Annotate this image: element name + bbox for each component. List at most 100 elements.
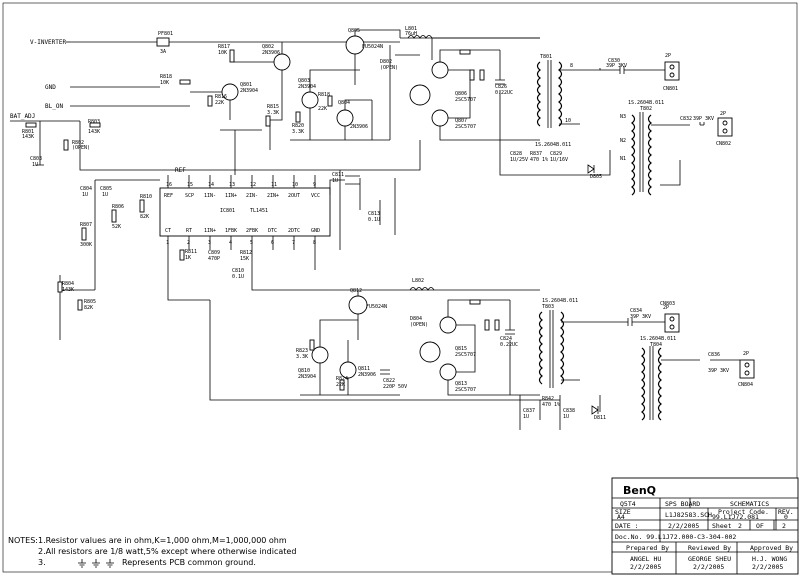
tb-doc-type: SCHEMATICS <box>730 500 769 508</box>
transistor-q806 <box>431 61 449 79</box>
c810-value: 0.1U <box>232 274 244 280</box>
tb-rev-label: REV. <box>778 508 794 516</box>
pin-13: 13 <box>229 182 235 188</box>
connector-cn802 <box>717 117 733 137</box>
tb-board: SPS BOARD <box>665 500 700 508</box>
r810-value: 82K <box>140 214 149 220</box>
net-label-bat-adj: BAT_ADJ <box>10 113 35 120</box>
brand-logo: BenQ <box>623 484 656 497</box>
r806-label: R806 <box>112 204 124 210</box>
lower-driver-stage: Q812 FU5024N Q810 2N3904 Q811 2N3906 R82… <box>296 288 540 396</box>
pin-label-scp: SCP <box>185 193 194 199</box>
c822-label: C822 <box>383 378 395 384</box>
tb-sheet: 2 <box>738 522 742 530</box>
r816-value: 22K <box>215 100 224 106</box>
r803-label: R803 <box>88 119 100 125</box>
r807-label: R807 <box>80 222 92 228</box>
connector-cn803 <box>664 313 680 333</box>
net-label-gnd: GND <box>45 84 56 91</box>
tb-size: A4 <box>617 513 625 521</box>
c804-label: C804 <box>80 186 92 192</box>
feedback-upper: C828 1U/25V R837 470 1% C829 1U/16V D805 <box>330 140 611 180</box>
q801-value: 2N3904 <box>240 88 258 94</box>
r812-value: 15K <box>240 256 249 262</box>
c822-value: 220P 50V <box>383 384 407 390</box>
q805-label: Q805 <box>348 28 360 34</box>
connector-cn801 <box>664 61 680 81</box>
c834-value: 39P 3KV <box>630 314 651 320</box>
tb-date-label: DATE : <box>615 522 638 530</box>
tb-approved-date: 2/2/2005 <box>752 563 783 571</box>
t802-n3: N3 <box>620 114 626 120</box>
q810-value: 2N3904 <box>298 374 316 380</box>
c824-value: 0.22UC <box>500 342 518 348</box>
r805-value: 82K <box>84 305 93 311</box>
fuse-label: PF801 <box>158 31 173 37</box>
cn802-label: CN802 <box>716 141 731 147</box>
note-line-2: 2.All resistors are 1/8 watt,5% except w… <box>38 547 296 556</box>
diode-d811 <box>591 405 599 415</box>
q812-label: Q812 <box>350 288 362 294</box>
pin-label-1in-p2: 1IN+ <box>204 228 216 234</box>
t801-label: T801 <box>540 54 552 60</box>
tb-sheet-total: 2 <box>782 522 786 530</box>
cn802-pin: 2P <box>720 111 726 117</box>
r812-label: R812 <box>240 250 252 256</box>
t801-pins: 1S.2604B.011 <box>535 142 571 148</box>
tb-of-label: OF <box>756 522 764 530</box>
t802-n2: N2 <box>620 138 626 144</box>
c813-label: C813 <box>368 211 380 217</box>
tb-rev: 0 <box>784 513 788 521</box>
pin-label-2dtc: 2DTC <box>288 228 300 234</box>
r823-label: R823 <box>296 348 308 354</box>
diode-d805 <box>587 164 595 174</box>
r817-label: R817 <box>218 44 230 50</box>
c828-label: C828 <box>510 151 522 157</box>
pin-label-2fbk: 2FBK <box>246 228 258 234</box>
d805-label: D805 <box>590 174 602 180</box>
tb-prepared-date: 2/2/2005 <box>630 563 661 571</box>
ic801-part: TL1451 <box>250 208 268 214</box>
note-line-1: NOTES:1.Resistor values are in ohm,K=1,0… <box>8 536 287 545</box>
lower-resonant-stage: L802 D804 (OPEN) Q815 2SC5707 Q813 2SC57… <box>409 278 540 396</box>
title-block: BenQ Q5T4 SPS BOARD SCHEMATICS SIZE A4 L… <box>611 477 799 575</box>
ic801-ref: IC801 <box>220 208 235 214</box>
pin-7: 7 <box>292 240 295 246</box>
r842-label: R842 <box>542 396 554 402</box>
mosfet-q814 <box>419 341 441 363</box>
q807-label: Q807 <box>455 118 467 124</box>
transformer-t801: T801 1S.2604B.011 8 10 <box>535 54 601 148</box>
pin-label-rt: RT <box>186 228 192 234</box>
tb-prepared-name: ANGEL HU <box>630 555 661 563</box>
c824-label: C824 <box>500 336 512 342</box>
tb-model: Q5T4 <box>620 500 636 508</box>
input-network: R801 143K R803 143K R802 (OPEN) C803 1U <box>22 119 330 171</box>
r804-label: R804 <box>62 281 74 287</box>
d811-label: D811 <box>594 415 606 421</box>
c826-label: C826 <box>495 84 507 90</box>
q803-label: Q803 <box>298 78 310 84</box>
capacitor-c826 <box>495 79 505 85</box>
d804-label: D804 <box>410 316 422 322</box>
pin-label-2in-n: 2IN- <box>246 193 258 199</box>
transformer-t803: 1S.2604B.011 T803 <box>538 298 600 388</box>
t802-label: T802 <box>640 106 652 112</box>
cn801-pin: 2P <box>665 53 671 59</box>
pin-label-2in-p: 2IN+ <box>267 193 279 199</box>
pin-16: 16 <box>166 182 172 188</box>
cn801-label: CN801 <box>663 86 678 92</box>
r811-value: 1K <box>185 255 191 261</box>
transformer-t802: 1S.2604B.011 T802 N3 N2 N1 C832 39P 3KV … <box>620 100 733 196</box>
q806-label: Q806 <box>455 91 467 97</box>
inductor-l801 <box>407 35 433 39</box>
t804-pins: 1S.2604B.011 <box>640 336 676 342</box>
inductor-l802 <box>409 287 435 291</box>
tb-file: L1J82583.SCH <box>665 511 712 519</box>
c810-label: C810 <box>232 268 244 274</box>
tb-reviewed-date: 2/2/2005 <box>693 563 724 571</box>
c813-value: 0.1U <box>368 217 380 223</box>
net-label-bl-on: BL_ON <box>45 103 63 110</box>
ic801-body <box>159 187 331 237</box>
q803-value: 2N3904 <box>298 84 316 90</box>
